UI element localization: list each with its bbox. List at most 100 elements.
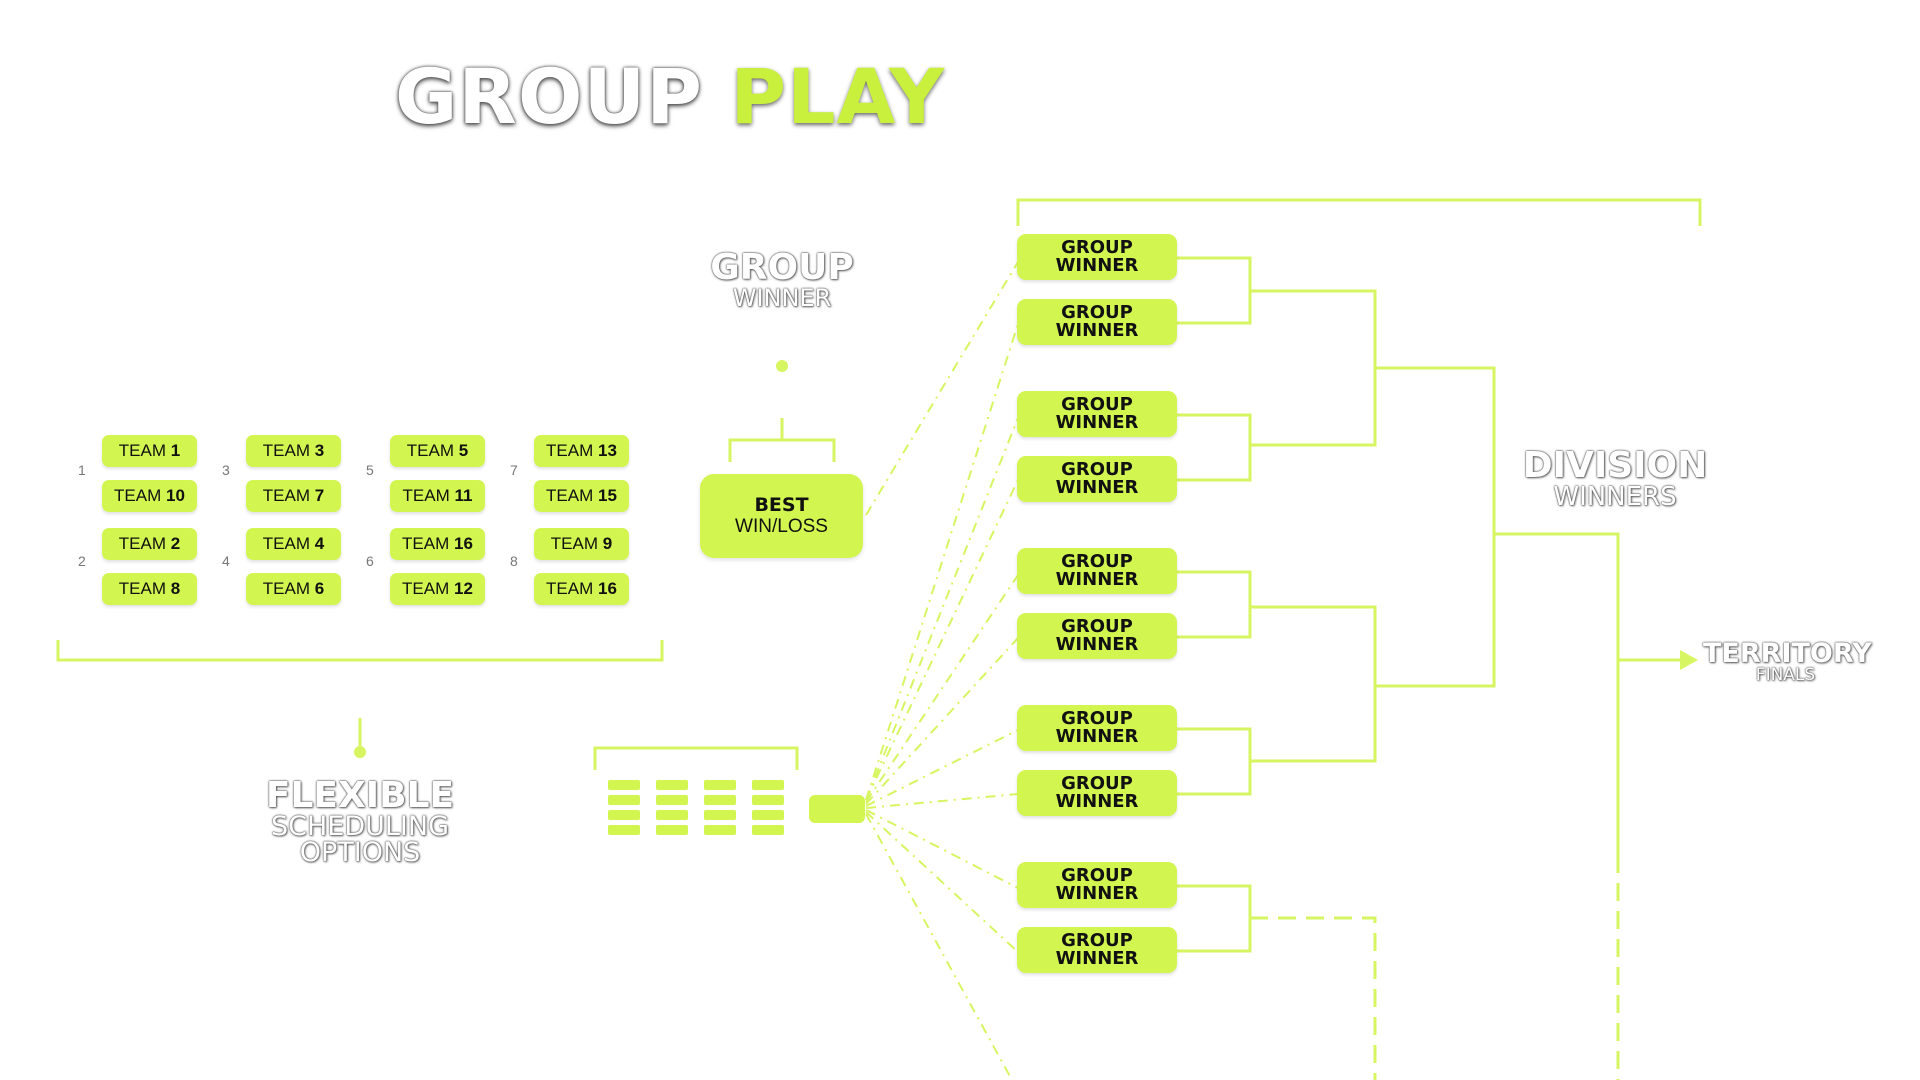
title-group: GROUP [395,52,703,141]
group-number: 7 [510,462,518,478]
gw-line1: GROUP [1061,237,1133,258]
best-label: BEST [754,494,809,516]
group-number: 1 [78,462,86,478]
mini-slot [752,825,784,835]
group-winner-label-line2: WINNER [732,284,832,312]
gw-line1: GROUP [1061,459,1133,480]
team-number: 5 [458,441,469,460]
team-pill: TEAM 15 [534,480,629,512]
flexible-label-line2: SCHEDULING [270,811,450,842]
gw-line1: GROUP [1061,551,1133,572]
gw-line2: WINNER [1055,320,1139,341]
win-loss-label: WIN/LOSS [735,516,828,537]
team-pill: TEAM 16 [390,528,485,560]
fan-hub [809,795,865,823]
team-pill: TEAM 5 [390,435,485,467]
group-number: 8 [510,553,518,569]
team-number: 3 [314,441,325,460]
gw-line1: GROUP [1061,394,1133,415]
team-prefix: TEAM [550,534,599,553]
mini-slot [704,825,736,835]
team-prefix: TEAM [118,441,167,460]
territory-label-line1: TERRITORY [1703,638,1872,669]
team-prefix: TEAM [114,486,162,505]
division-label-line1: DIVISION [1522,445,1708,486]
mini-slot [608,825,640,835]
team-pill: TEAM 13 [534,435,629,467]
team-prefix: TEAM [262,579,311,598]
team-pill: TEAM 4 [246,528,341,560]
flexible-scheduling-label: FLEXIBLE SCHEDULING OPTIONS [250,775,470,868]
team-prefix: TEAM [262,534,311,553]
team-number: 11 [454,486,473,505]
mini-slot [608,795,640,805]
group-winner-label: GROUP WINNER [700,247,864,312]
gw-line1: GROUP [1061,930,1133,951]
team-pill: TEAM 12 [390,573,485,605]
team-prefix: TEAM [546,486,594,505]
mini-slot [704,810,736,820]
gw-line2: WINNER [1055,412,1139,433]
team-pill: TEAM 2 [102,528,197,560]
team-pill: TEAM 1 [102,435,197,467]
territory-finals-label: TERRITORY FINALS [1703,638,1872,685]
team-number: 7 [314,486,325,505]
best-win-loss-box: BEST WIN/LOSS [700,474,863,558]
flexible-label-line3: OPTIONS [299,837,421,868]
gw-line1: GROUP [1061,302,1133,323]
team-pill: TEAM 10 [102,480,197,512]
team-number: 13 [598,441,617,460]
group-winner-label-line1: GROUP [710,247,854,288]
title-play: PLAY [730,52,946,141]
flexible-label-line1: FLEXIBLE [265,775,455,816]
team-prefix: TEAM [402,534,450,553]
gw-line1: GROUP [1061,708,1133,729]
team-number: 9 [602,534,613,553]
mini-slot [608,810,640,820]
mini-slot [704,780,736,790]
mini-slot [704,795,736,805]
team-prefix: TEAM [406,441,455,460]
gw-line2: WINNER [1055,569,1139,590]
team-prefix: TEAM [118,534,167,553]
mini-slot [656,780,688,790]
gw-line2: WINNER [1055,477,1139,498]
group-number: 6 [366,553,374,569]
gw-line1: GROUP [1061,616,1133,637]
team-number: 2 [170,534,181,553]
team-pill: TEAM 6 [246,573,341,605]
territory-label-line2: FINALS [1755,665,1816,685]
team-prefix: TEAM [402,486,450,505]
team-prefix: TEAM [262,441,311,460]
team-number: 1 [170,441,181,460]
gw-line2: WINNER [1055,948,1139,969]
team-number: 10 [166,486,185,505]
gw-line1: GROUP [1061,773,1133,794]
team-pill: TEAM 16 [534,573,629,605]
team-number: 6 [314,579,325,598]
gw-line2: WINNER [1055,726,1139,747]
group-number: 4 [222,553,230,569]
group-number: 2 [78,553,86,569]
division-label-line2: WINNERS [1553,482,1677,512]
page-title: GROUP PLAY [395,52,945,141]
team-prefix: TEAM [546,579,594,598]
team-prefix: TEAM [118,579,167,598]
team-pill: TEAM 3 [246,435,341,467]
mini-slot [656,810,688,820]
team-number: 16 [454,534,473,553]
team-number: 4 [314,534,325,553]
team-prefix: TEAM [402,579,450,598]
mini-slot [752,780,784,790]
mini-slot [656,825,688,835]
mini-slot [752,795,784,805]
team-pill: TEAM 7 [246,480,341,512]
